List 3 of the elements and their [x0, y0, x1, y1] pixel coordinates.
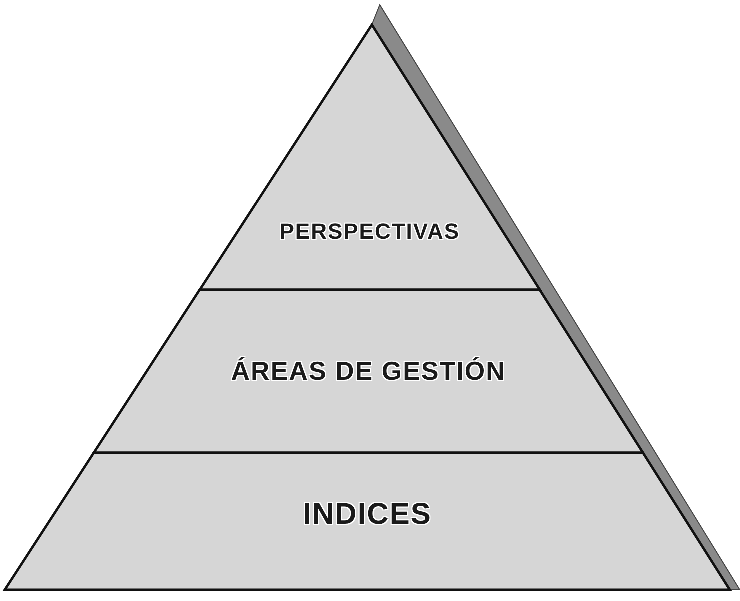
level-label: ÁREAS DE GESTIÓN — [231, 356, 506, 388]
level-label: INDICES — [303, 498, 432, 532]
level-label: PERSPECTIVAS — [280, 218, 460, 245]
